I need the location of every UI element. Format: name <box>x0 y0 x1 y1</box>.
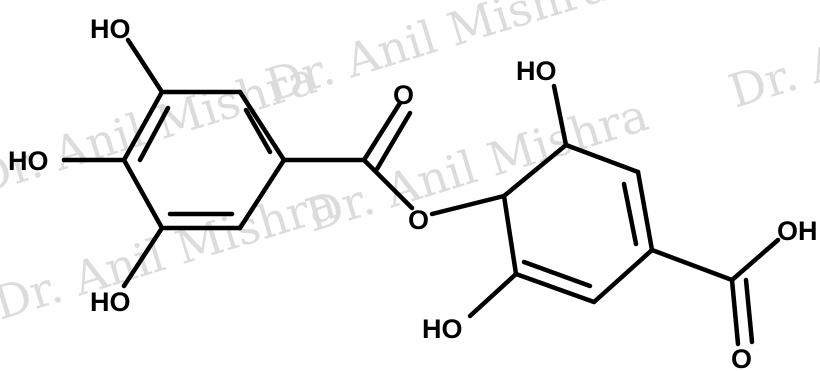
bond <box>121 225 165 289</box>
atom-label-o-carbonyl-left: O <box>393 80 414 110</box>
bond <box>137 105 171 163</box>
watermark-layer: Dr. Anil Mishra Dr. Anil Mishra Dr. Anil… <box>0 0 820 331</box>
bond <box>521 259 593 289</box>
bond <box>237 89 287 163</box>
atom-label-ho-bottom-left: HO <box>90 287 131 317</box>
bond <box>361 157 415 211</box>
bond <box>237 157 287 231</box>
watermark-4: Dr. Anil Mishra <box>0 175 342 330</box>
bond <box>513 271 597 305</box>
atom-label-o-carbonyl-right: O <box>731 344 752 371</box>
bond <box>501 142 569 199</box>
bond <box>125 37 165 95</box>
watermark-5: Dr. Anil Mishra <box>722 0 820 119</box>
bond <box>429 193 507 217</box>
bond <box>467 271 519 319</box>
bond <box>649 247 735 283</box>
bond <box>121 89 165 163</box>
bond <box>635 169 655 253</box>
atom-label-ho-bottom-right: HO <box>422 314 463 344</box>
watermark-3: Dr. Anil Mishra <box>299 87 654 242</box>
bond <box>591 247 655 305</box>
atom-label-ho-top-left: HO <box>90 14 131 44</box>
bond <box>551 83 569 148</box>
bond <box>243 107 273 155</box>
bond-layer <box>61 37 781 347</box>
atom-label-oh-acid: OH <box>777 216 818 246</box>
atom-label-ho-mid-left: HO <box>8 146 49 176</box>
bond <box>501 193 519 277</box>
bond <box>374 110 413 172</box>
bond <box>743 277 755 345</box>
bond <box>729 237 781 283</box>
bond <box>361 100 403 163</box>
atom-label-layer: HO HO HO O O HO HO OH O <box>8 14 818 371</box>
watermark-2: Dr. Anil Mishra <box>0 50 322 205</box>
atom-label-ho-top-right: HO <box>516 56 557 86</box>
bond <box>563 142 641 175</box>
bond <box>621 181 639 247</box>
bond <box>729 277 741 347</box>
bond <box>121 157 165 231</box>
atom-label-o-ester: O <box>408 205 429 235</box>
